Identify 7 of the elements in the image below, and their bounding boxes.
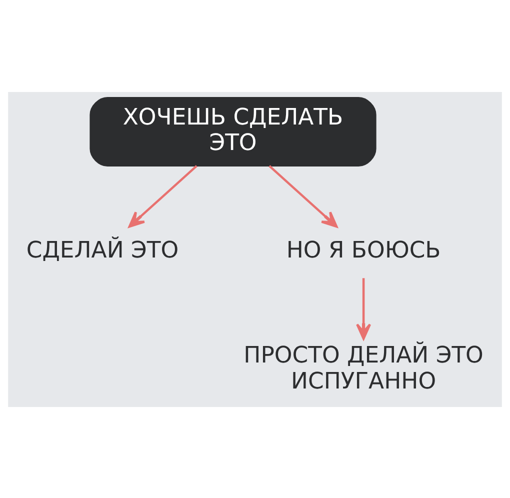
arrow bbox=[128, 164, 198, 228]
arrow bbox=[268, 164, 338, 228]
node-text: НО Я БОЮСЬ bbox=[286, 237, 441, 264]
node-box: ХОЧЕШЬ СДЕЛАТЬ ЭТО bbox=[90, 96, 376, 166]
node-text: ПРОСТО ДЕЛАЙ ЭТО ИСПУГАННО bbox=[244, 342, 484, 394]
arrow bbox=[356, 278, 372, 340]
node-text: СДЕЛАЙ ЭТО bbox=[26, 237, 179, 264]
